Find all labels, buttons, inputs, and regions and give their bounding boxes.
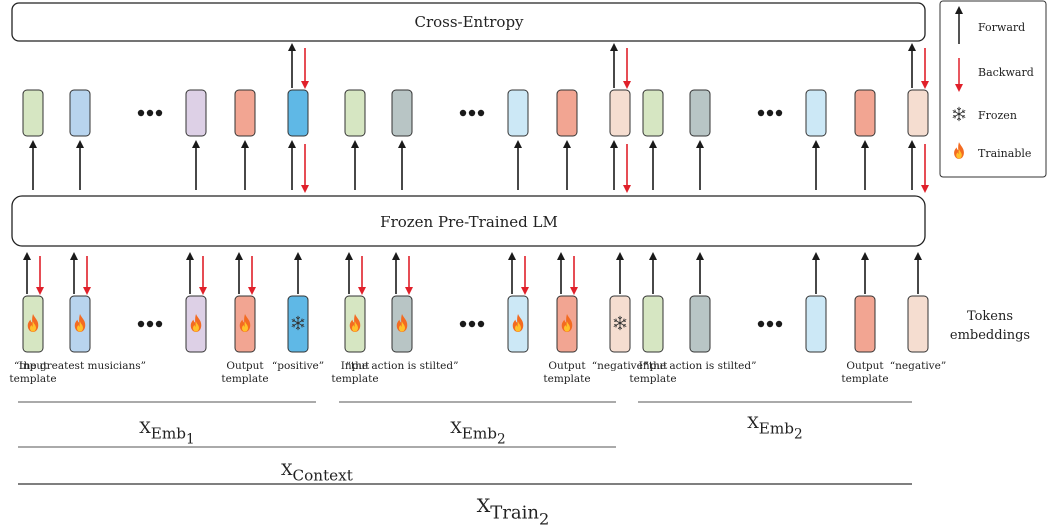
- ellipsis-dot: [766, 109, 774, 117]
- output-token: [507, 89, 529, 137]
- output-token: [287, 89, 309, 137]
- embedding-token: [642, 295, 664, 353]
- output-token: [69, 89, 91, 137]
- embedding-token: [907, 295, 929, 353]
- output-token: [22, 89, 44, 137]
- bracket-label: XEmb2: [450, 418, 505, 447]
- tokens-embeddings-label-line1: Tokens: [967, 309, 1013, 324]
- cross-entropy-box: [11, 2, 926, 42]
- output-token: [805, 89, 827, 137]
- bracket-label: XEmb1: [139, 418, 194, 447]
- token-caption: Output: [548, 360, 586, 372]
- output-token: [556, 89, 578, 137]
- output-token: [642, 89, 664, 137]
- output-token: [344, 89, 366, 137]
- token-caption: template: [629, 373, 676, 385]
- token-caption: template: [221, 373, 268, 385]
- legend: Forward Backward Frozen Trainable: [939, 0, 1047, 178]
- frozen-lm-box: [11, 195, 926, 247]
- bracket-label-sub: Emb: [151, 425, 186, 443]
- token-caption: template: [543, 373, 590, 385]
- cross-entropy-label: Cross-Entropy: [414, 13, 524, 31]
- bracket-label-base: X: [747, 413, 759, 432]
- embedding-token: [689, 295, 711, 353]
- ellipsis-dot: [775, 320, 783, 328]
- tokens-embeddings-label-line2: embeddings: [950, 328, 1030, 343]
- token-caption: “positive”: [272, 360, 324, 372]
- legend-box: [939, 0, 1047, 178]
- token-caption: Input: [19, 360, 48, 372]
- legend-backward-label: Backward: [978, 66, 1034, 79]
- bracket-label-index: 1: [186, 431, 195, 447]
- ellipsis-dot: [146, 109, 154, 117]
- ellipsis-dot: [155, 109, 163, 117]
- output-token: [185, 89, 207, 137]
- bracket-label: XTrain2: [477, 495, 550, 525]
- legend-frozen-label: Frozen: [978, 109, 1017, 122]
- bracket-label-sub: Train: [490, 503, 539, 524]
- legend-trainable-label: Trainable: [978, 147, 1031, 160]
- ellipsis-dot: [757, 109, 765, 117]
- bracket-label-index: 2: [794, 426, 803, 442]
- output-token: [854, 89, 876, 137]
- token-caption: “negative”: [592, 360, 648, 372]
- token-caption: Output: [226, 360, 264, 372]
- token-caption: “the greatest musicians”: [14, 360, 146, 372]
- ellipsis-dot: [775, 109, 783, 117]
- ellipsis-dot: [137, 320, 145, 328]
- ellipsis-dot: [155, 320, 163, 328]
- ellipsis-dot: [477, 109, 485, 117]
- embedding-token: [854, 295, 876, 353]
- bracket-label: XEmb2: [747, 413, 802, 442]
- bracket-label: XContext: [281, 460, 353, 485]
- output-token: [391, 89, 413, 137]
- bracket-label-index: 2: [497, 431, 506, 447]
- output-token: [609, 89, 631, 137]
- token-caption: Output: [846, 360, 884, 372]
- ellipsis-dot: [137, 109, 145, 117]
- embedding-token: [805, 295, 827, 353]
- ellipsis-dot: [459, 109, 467, 117]
- frozen-lm-label: Frozen Pre-Trained LM: [380, 213, 558, 231]
- ellipsis-dot: [468, 109, 476, 117]
- ellipsis-dot: [459, 320, 467, 328]
- token-caption: template: [841, 373, 888, 385]
- bracket-label-base: X: [139, 418, 151, 437]
- token-caption: “negative”: [890, 360, 946, 372]
- ellipsis-dot: [766, 320, 774, 328]
- token-caption: template: [331, 373, 378, 385]
- legend-forward-label: Forward: [978, 21, 1025, 34]
- token-caption: Input: [341, 360, 370, 372]
- token-caption: Input: [639, 360, 668, 372]
- bracket-label-sub: Context: [293, 467, 353, 485]
- bracket-label-base: X: [477, 495, 491, 517]
- ellipsis-dot: [477, 320, 485, 328]
- output-token: [234, 89, 256, 137]
- token-caption: “the action is stilted”: [644, 360, 757, 372]
- bracket-label-sub: Emb: [759, 420, 794, 438]
- ellipsis-dot: [757, 320, 765, 328]
- token-caption: “the action is stilted”: [346, 360, 459, 372]
- output-token: [907, 89, 929, 137]
- bracket-label-index: 2: [539, 509, 549, 525]
- ellipsis-dot: [468, 320, 476, 328]
- bracket-label-base: X: [450, 418, 462, 437]
- token-caption: template: [9, 373, 56, 385]
- bracket-label-base: X: [281, 460, 293, 479]
- bracket-label-sub: Emb: [462, 425, 497, 443]
- ellipsis-dot: [146, 320, 154, 328]
- output-token: [689, 89, 711, 137]
